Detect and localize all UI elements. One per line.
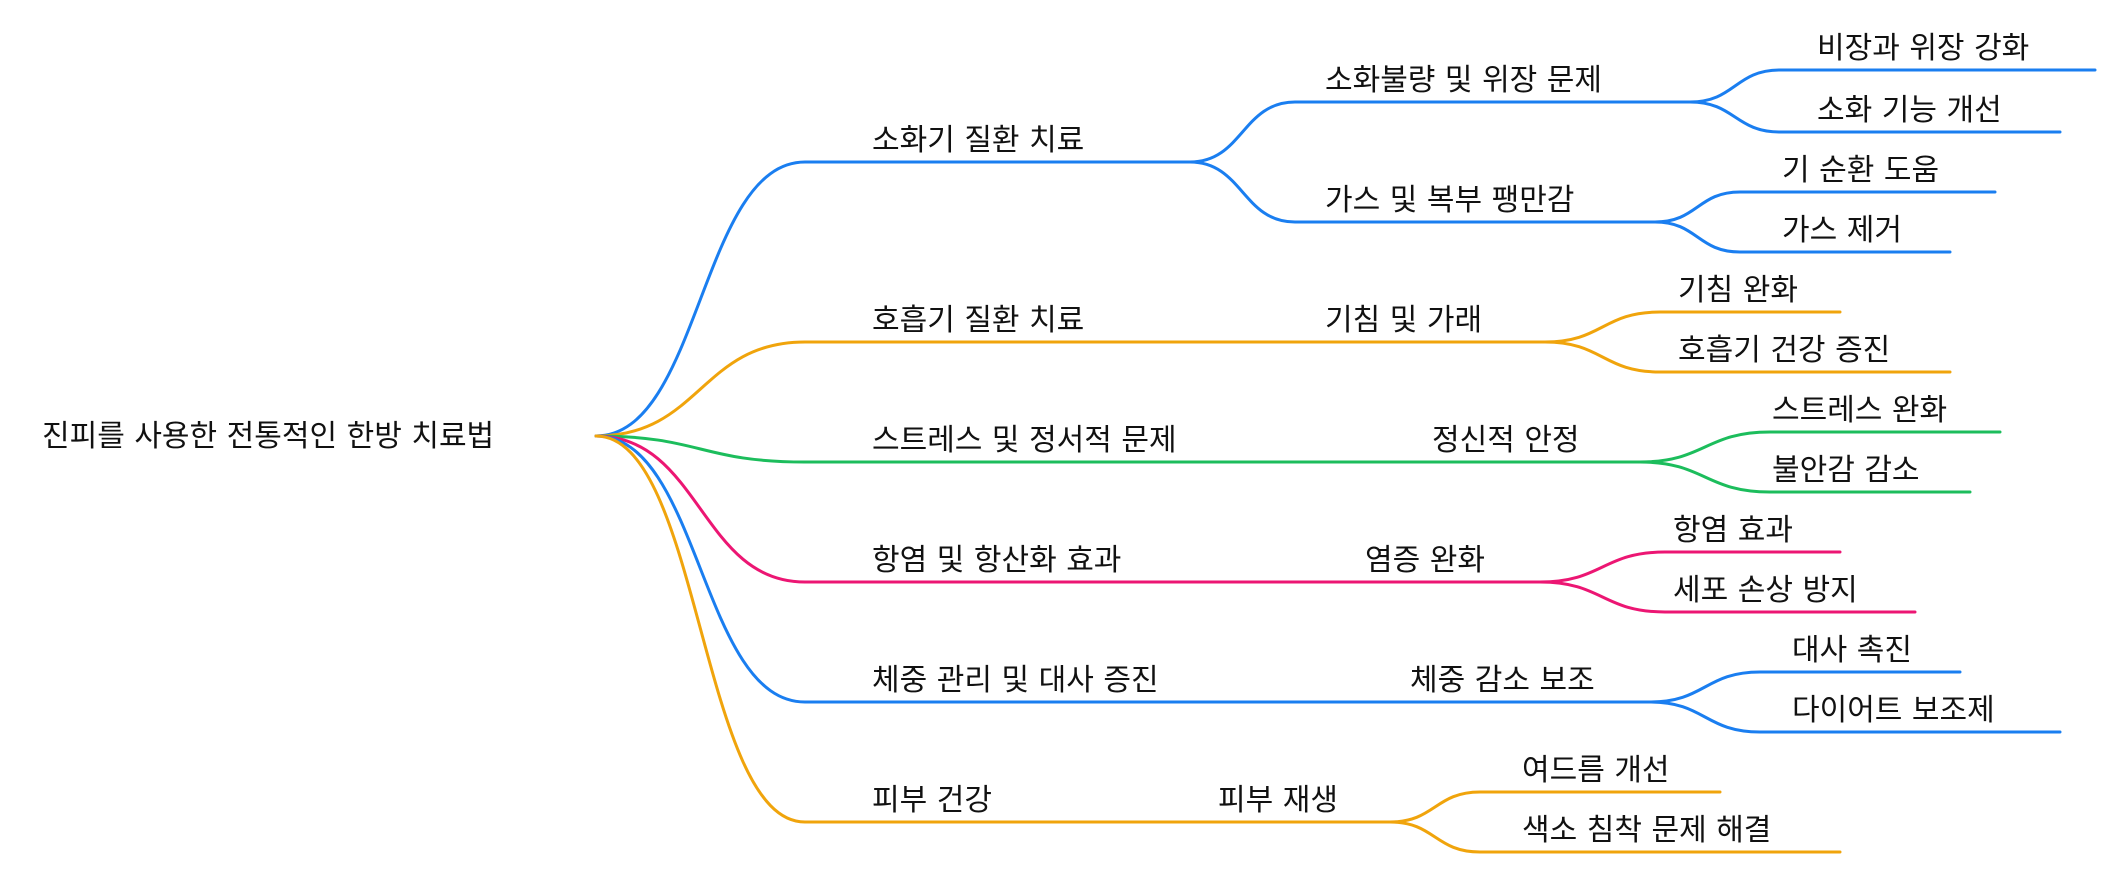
leaf-label: 가스 제거 bbox=[1782, 213, 1902, 248]
root-node-label: 진피를 사용한 전통적인 한방 치료법 bbox=[42, 419, 494, 454]
branch-label: 스트레스 및 정서적 문제 bbox=[872, 423, 1177, 458]
leaf-label: 호흡기 건강 증진 bbox=[1678, 333, 1890, 368]
sub-branch-label: 소화불량 및 위장 문제 bbox=[1325, 63, 1602, 98]
branch-label: 항염 및 항산화 효과 bbox=[872, 543, 1121, 578]
mindmap-links bbox=[594, 68, 2097, 854]
sub-branch-label: 염증 완화 bbox=[1365, 543, 1485, 578]
leaf-link bbox=[1388, 820, 1842, 854]
leaf-link bbox=[1638, 460, 1972, 494]
leaf-label: 다이어트 보조제 bbox=[1792, 693, 1995, 728]
branch-label: 피부 건강 bbox=[872, 783, 992, 818]
branch-link bbox=[594, 434, 1192, 464]
branch-link bbox=[594, 434, 1192, 704]
leaf-link bbox=[1648, 670, 1962, 704]
leaf-link bbox=[1388, 790, 1722, 824]
leaf-link bbox=[1538, 550, 1842, 584]
leaf-label: 대사 촉진 bbox=[1792, 633, 1912, 668]
leaf-label: 소화 기능 개선 bbox=[1817, 93, 2002, 128]
leaf-link bbox=[1688, 100, 2062, 134]
sub-branch-label: 정신적 안정 bbox=[1432, 423, 1580, 458]
sub-branch-label: 기침 및 가래 bbox=[1325, 303, 1482, 338]
leaf-label: 세포 손상 방지 bbox=[1673, 573, 1858, 608]
leaf-link bbox=[1648, 700, 2062, 734]
leaf-label: 불안감 감소 bbox=[1772, 453, 1920, 488]
sub-branch-label: 체중 감소 보조 bbox=[1410, 663, 1595, 698]
branch-link bbox=[594, 340, 1192, 438]
leaf-link bbox=[1653, 220, 1952, 254]
sub-branch-label: 피부 재생 bbox=[1218, 783, 1338, 818]
leaf-link bbox=[1538, 580, 1917, 614]
branch-label: 체중 관리 및 대사 증진 bbox=[872, 663, 1159, 698]
branch-link bbox=[594, 160, 1192, 438]
leaf-label: 기 순환 도움 bbox=[1782, 153, 1939, 188]
leaf-link bbox=[1543, 340, 1952, 374]
leaf-label: 색소 침착 문제 해결 bbox=[1522, 813, 1771, 848]
branch-link bbox=[594, 434, 1192, 824]
leaf-link bbox=[1638, 430, 2002, 464]
leaf-label: 기침 완화 bbox=[1678, 273, 1798, 308]
leaf-link bbox=[1653, 190, 1997, 224]
leaf-label: 비장과 위장 강화 bbox=[1817, 31, 2029, 66]
mindmap-labels: 진피를 사용한 전통적인 한방 치료법 소화기 질환 치료 소화불량 및 위장 문… bbox=[42, 31, 2029, 848]
sub-branch-label: 가스 및 복부 팽만감 bbox=[1325, 183, 1574, 218]
leaf-label: 스트레스 완화 bbox=[1772, 393, 1947, 428]
sub-branch-link bbox=[1188, 160, 1657, 224]
branch-link bbox=[594, 434, 1192, 584]
leaf-link bbox=[1543, 310, 1842, 344]
branch-label: 소화기 질환 치료 bbox=[872, 123, 1084, 158]
leaf-link bbox=[1688, 68, 2097, 104]
sub-branch-link bbox=[1188, 100, 1692, 164]
leaf-label: 여드름 개선 bbox=[1522, 753, 1670, 788]
leaf-label: 항염 효과 bbox=[1673, 513, 1793, 548]
branch-label: 호흡기 질환 치료 bbox=[872, 303, 1084, 338]
